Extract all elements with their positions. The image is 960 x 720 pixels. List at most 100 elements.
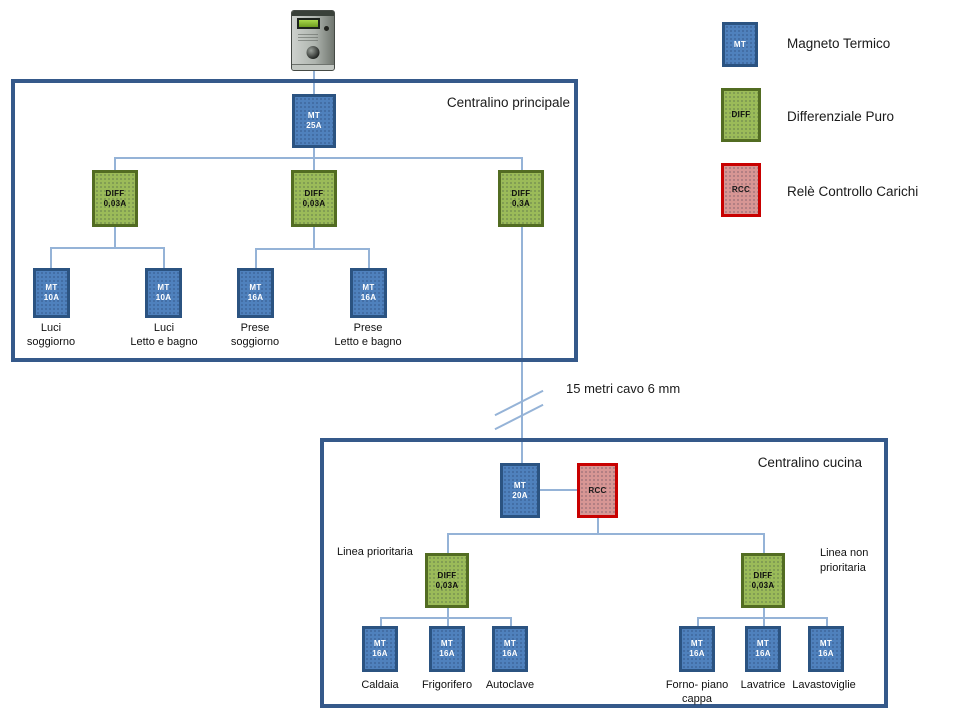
device-type: MT	[157, 283, 170, 292]
diff-breaker-1: DIFF 0,03A	[92, 170, 138, 227]
device-type: DIFF	[437, 570, 457, 580]
label-line1: Autoclave	[485, 679, 535, 691]
meter-button	[324, 26, 329, 31]
legend-code: DIFF	[731, 110, 751, 119]
circuit-label-luci-soggiorno: Luci soggiorno	[0, 321, 106, 349]
label-line1: Luci	[153, 322, 175, 334]
device-type: RCC	[588, 485, 607, 495]
label-line2: cappa	[682, 693, 712, 705]
meter-lcd-display	[297, 18, 320, 29]
cable-break-slash	[494, 403, 544, 431]
label-line2: Letto e bagno	[130, 336, 198, 348]
circuit-label-lavatrice: Lavatrice	[708, 678, 818, 692]
device-type: MT	[756, 639, 770, 648]
circuit-breaker-caldaia: MT 16A	[362, 626, 398, 672]
diff-breaker-priority: DIFF 0,03A	[425, 553, 469, 608]
device-type: DIFF	[304, 188, 324, 198]
load-control-relay-rcc: RCC	[577, 463, 618, 518]
meter-top-cap	[292, 11, 334, 16]
wire-diff-priority-drop	[447, 607, 449, 618]
device-type: MT	[440, 639, 454, 648]
circuit-breaker-lavatrice: MT 16A	[745, 626, 781, 672]
cable-break-slash	[494, 389, 544, 417]
device-type: MT	[690, 639, 704, 648]
wire-to-mt-luci-soggiorno	[50, 247, 52, 269]
wire-to-mt-lavastoviglie	[826, 617, 828, 627]
device-rating: 16A	[439, 649, 455, 658]
label-line1: Caldaia	[361, 679, 399, 691]
meter-optical-port	[306, 46, 320, 59]
main-panel-box	[11, 79, 578, 362]
device-rating: 16A	[502, 649, 518, 658]
device-rating: 25A	[306, 121, 322, 130]
main-panel-title: Centralino principale	[446, 95, 570, 110]
energy-meter-image	[291, 10, 335, 71]
circuit-label-autoclave: Autoclave	[455, 678, 565, 692]
device-type: MT	[513, 480, 527, 490]
cable-length-note: 15 metri cavo 6 mm	[566, 381, 681, 396]
meter-base	[292, 64, 334, 70]
wire-bus-to-diff1	[114, 157, 116, 171]
legend-diff-swatch: DIFF	[721, 88, 761, 142]
device-type: DIFF	[753, 570, 773, 580]
label-line1: Lavatrice	[740, 679, 786, 691]
circuit-label-lavastoviglie: Lavastoviglie	[769, 678, 879, 692]
wire-diff1-drop	[114, 226, 116, 248]
label-line2: prioritaria	[820, 562, 866, 574]
legend-rcc-label: Relè Controllo Carichi	[787, 184, 919, 199]
wire-main-bus	[114, 157, 523, 159]
wire-diff-nonpriority-drop	[763, 607, 765, 618]
wire-to-mt-prese-letto	[368, 248, 370, 269]
circuit-label-caldaia: Caldaia	[325, 678, 435, 692]
wire-diff1-bus	[50, 247, 165, 249]
device-type: MT	[362, 283, 375, 292]
device-rating: 16A	[372, 649, 388, 658]
wire-to-diff-nonpriority	[763, 533, 765, 554]
diff-breaker-2: DIFF 0,03A	[291, 170, 337, 227]
device-rating: 0,03A	[302, 198, 326, 208]
device-type: DIFF	[105, 188, 125, 198]
wire-nonpriority-bus	[697, 617, 828, 619]
circuit-label-frigorifero: Frigorifero	[392, 678, 502, 692]
label-line1: Linea non	[820, 547, 869, 559]
device-type: MT	[307, 111, 321, 120]
device-rating: 0,03A	[435, 580, 459, 590]
kitchen-panel-box	[320, 438, 888, 708]
wire-kitchen-bus	[447, 533, 765, 535]
wire-to-mt-luci-letto	[163, 247, 165, 269]
circuit-breaker-autoclave: MT 16A	[492, 626, 528, 672]
label-line1: Forno- piano	[665, 679, 729, 691]
wire-to-mt-caldaia	[380, 617, 382, 627]
label-line2: soggiorno	[230, 336, 280, 348]
device-rating: 16A	[247, 293, 264, 302]
wire-main-breaker-drop	[313, 148, 315, 170]
legend-code: MT	[733, 39, 747, 49]
device-type: MT	[819, 639, 833, 648]
device-type: DIFF	[511, 188, 531, 198]
wire-feeder-to-kitchen	[521, 226, 523, 464]
wire-mt20-to-rcc	[540, 489, 579, 491]
circuit-label-prese-soggiorno: Prese soggiorno	[200, 321, 310, 349]
wire-to-mt-lavatrice	[763, 617, 765, 627]
main-breaker-mt-25a: MT 25A	[292, 94, 336, 148]
label-line2: soggiorno	[26, 336, 76, 348]
kitchen-panel-title: Centralino cucina	[757, 455, 862, 470]
meter-text-lines	[298, 34, 318, 43]
legend-mt-swatch: MT	[722, 22, 758, 67]
legend-diff-label: Differenziale Puro	[787, 109, 895, 124]
wire-to-mt-forno	[697, 617, 699, 627]
device-rating: 16A	[689, 649, 705, 658]
legend-mt-label: Magneto Termico	[787, 36, 891, 51]
circuit-label-prese-letto: Prese Letto e bagno	[313, 321, 423, 349]
device-type: MT	[503, 639, 517, 648]
device-rating: 16A	[818, 649, 834, 658]
device-rating: 10A	[43, 293, 60, 302]
circuit-label-luci-letto: Luci Letto e bagno	[109, 321, 219, 349]
wire-diff2-bus	[255, 248, 369, 250]
legend-rcc-swatch: RCC	[721, 163, 761, 217]
device-rating: 16A	[360, 293, 377, 302]
circuit-breaker-frigorifero: MT 16A	[429, 626, 465, 672]
device-rating: 10A	[155, 293, 172, 302]
device-rating: 0,3A	[511, 198, 531, 208]
